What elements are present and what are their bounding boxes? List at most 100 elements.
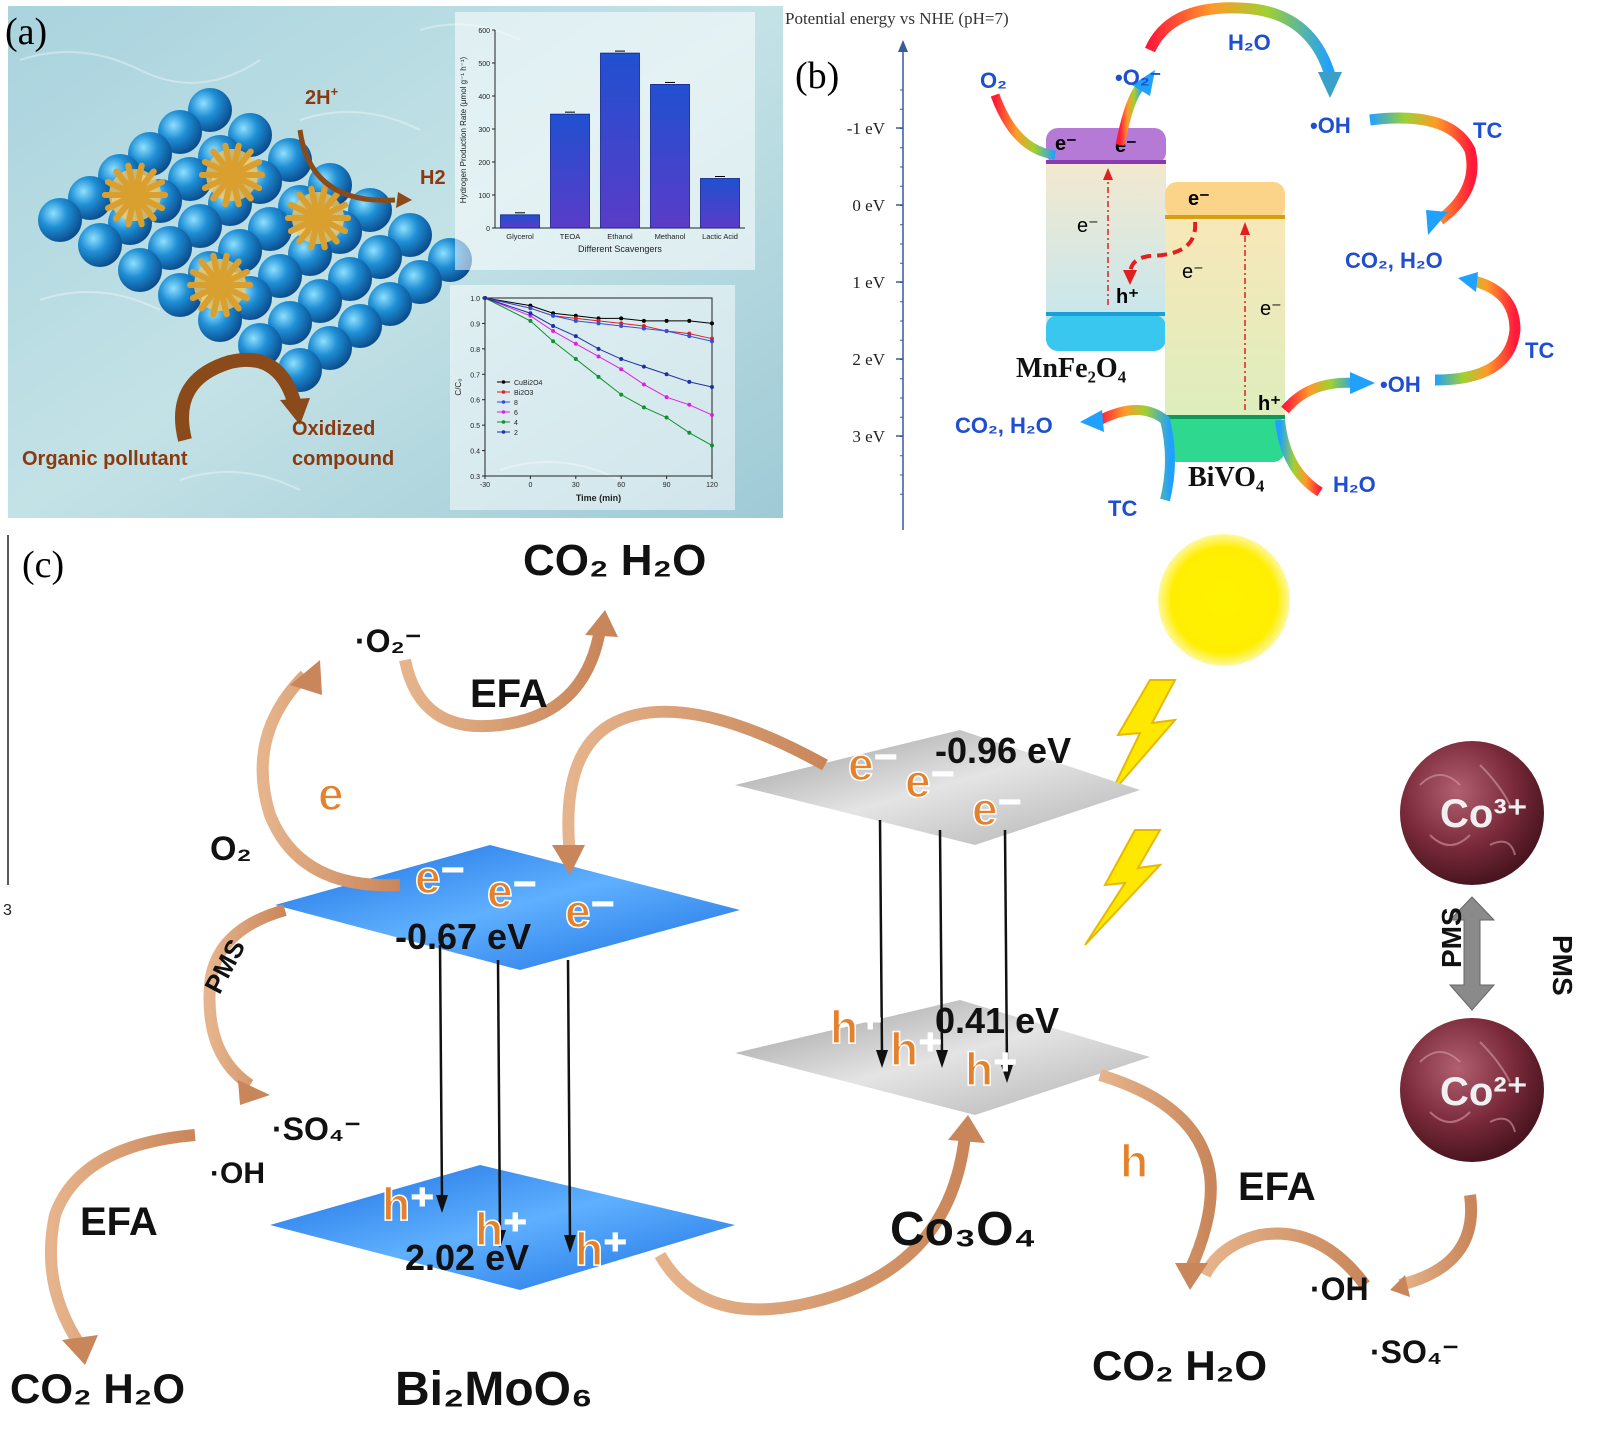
line-y-tick: 1.0 [470, 296, 480, 303]
bar-category-label: Methanol [655, 232, 686, 241]
series-point [641, 318, 646, 323]
line-x-label: Time (min) [576, 493, 621, 503]
pms-left-arrow [203, 904, 287, 1090]
h2o-top-arrow [1144, 2, 1336, 77]
bar-category-label: TEOA [560, 232, 580, 241]
series-point [573, 357, 578, 362]
nanoflower [102, 162, 168, 228]
series-point [641, 405, 646, 410]
bivo4-cb [1165, 182, 1285, 218]
panel-c: (c) 3 [0, 534, 1600, 1445]
tc-top-label: TC [1473, 118, 1502, 143]
bi-e2: e⁻ [1182, 261, 1204, 283]
series-point [664, 372, 669, 377]
bar [600, 52, 640, 229]
pms-a: PMS [1436, 907, 1467, 968]
tc-right-arrow [1434, 274, 1521, 386]
bar-y-tick: 400 [478, 94, 490, 101]
e-label-1: e⁻ [318, 768, 368, 820]
series-point [551, 323, 556, 328]
sphere [118, 248, 162, 292]
legend-label: 6 [514, 410, 518, 417]
co3-particle [1400, 741, 1544, 885]
e-label-2: e⁻ [415, 851, 465, 903]
oxidized-label: Oxidized [292, 418, 375, 440]
energy-tick-label: 1 eV [852, 273, 885, 292]
line-y-tick: 0.6 [470, 398, 480, 405]
series-point [687, 318, 692, 323]
series-point [641, 382, 646, 387]
bar-y-label: Hydrogen Production Rate (μmol g⁻¹ h⁻¹) [459, 56, 468, 203]
series-point [710, 321, 714, 326]
pms-left: PMS [198, 934, 251, 998]
compound-label: compound [292, 448, 394, 470]
oh-right-label: •OH [1380, 372, 1421, 397]
energy-axis-ticks: -1 eV0 eV1 eV2 eV3 eV [847, 89, 903, 495]
line-x-tick: -30 [480, 482, 490, 489]
line-x-tick: 120 [706, 482, 718, 489]
h-label-7: h⁺ [1120, 1135, 1172, 1187]
h-label-2: h⁺ [475, 1203, 527, 1255]
line-y-tick: 0.8 [470, 347, 480, 354]
oxidation-arrow [175, 352, 302, 442]
series-point [528, 306, 533, 311]
h2o-bottom-arrow [1275, 419, 1323, 497]
co2h2o-bottom-right: CO₂ H₂O [1092, 1342, 1267, 1389]
series-point [664, 415, 669, 420]
o2-label: O₂ [980, 68, 1007, 93]
mnfe2o4-vb [1046, 315, 1166, 351]
co2h2o-left-label: CO₂, H₂O [955, 413, 1053, 438]
series-point [687, 430, 692, 435]
line-y-tick: 0.7 [470, 372, 480, 379]
h2-arrow [297, 129, 396, 203]
bi2moo6-label: Bi₂MoO₆ [395, 1363, 593, 1416]
series-point [664, 395, 669, 400]
series-point [710, 385, 714, 389]
efa-left: EFA [80, 1200, 158, 1244]
line-x-tick: 90 [663, 482, 671, 489]
efa-top: EFA [470, 672, 548, 716]
h-label-6: h⁺ [965, 1043, 1017, 1095]
bar-y-tick: 200 [478, 160, 490, 167]
h2o-top-label: H₂O [1228, 30, 1271, 55]
e-label-5: e⁻ [848, 738, 898, 790]
series-point [710, 443, 714, 448]
organic-pollutant-label: Organic pollutant [22, 448, 188, 470]
bi-to-co-hole-arrow [654, 1134, 971, 1316]
series-point [641, 364, 646, 369]
co2-particle [1400, 1018, 1544, 1162]
o2-radical-label: •O₂⁻ [1115, 65, 1161, 90]
electron-transfer [1128, 221, 1198, 276]
series-point [573, 341, 578, 346]
co2-to-so4-arrow [1398, 1194, 1478, 1291]
series-point [619, 323, 624, 328]
h2-label: H2 [420, 167, 446, 189]
o2-arrow [990, 93, 1056, 160]
series-point [596, 346, 601, 351]
energy-tick-label: -1 eV [847, 119, 886, 138]
efa-right-arrow [1098, 1069, 1217, 1273]
bi2moo6-vb-sheet [270, 1165, 735, 1290]
co-transition-arrows [878, 819, 1009, 1071]
co2h2o-right-label: CO₂, H₂O [1345, 248, 1443, 273]
e-label-4: e⁻ [565, 885, 615, 937]
pms-b: PMS [1547, 935, 1578, 996]
axis-title: Potential energy vs NHE (pH=7) [785, 9, 1009, 28]
line-x-tick: 60 [617, 482, 625, 489]
co-redox-double-arrow [1448, 896, 1496, 1011]
co2h2o-top: CO₂ H₂O [523, 536, 706, 585]
energy-tick-label: 0 eV [852, 196, 885, 215]
bar [650, 84, 690, 229]
bi-e1: e⁻ [1188, 188, 1210, 210]
o2-to-radical-arrow [256, 670, 401, 892]
nanoflower [187, 252, 253, 318]
series-point [619, 316, 624, 321]
so4-right: ·SO₄⁻ [1370, 1334, 1459, 1370]
oh-right-arrow [1281, 377, 1356, 414]
sphere [198, 298, 242, 342]
legend-label: CuBi2O4 [514, 380, 543, 387]
e-label-3: e⁻ [487, 865, 537, 917]
efa-right: EFA [1238, 1165, 1316, 1209]
panel-c-label: (c) [22, 544, 64, 586]
